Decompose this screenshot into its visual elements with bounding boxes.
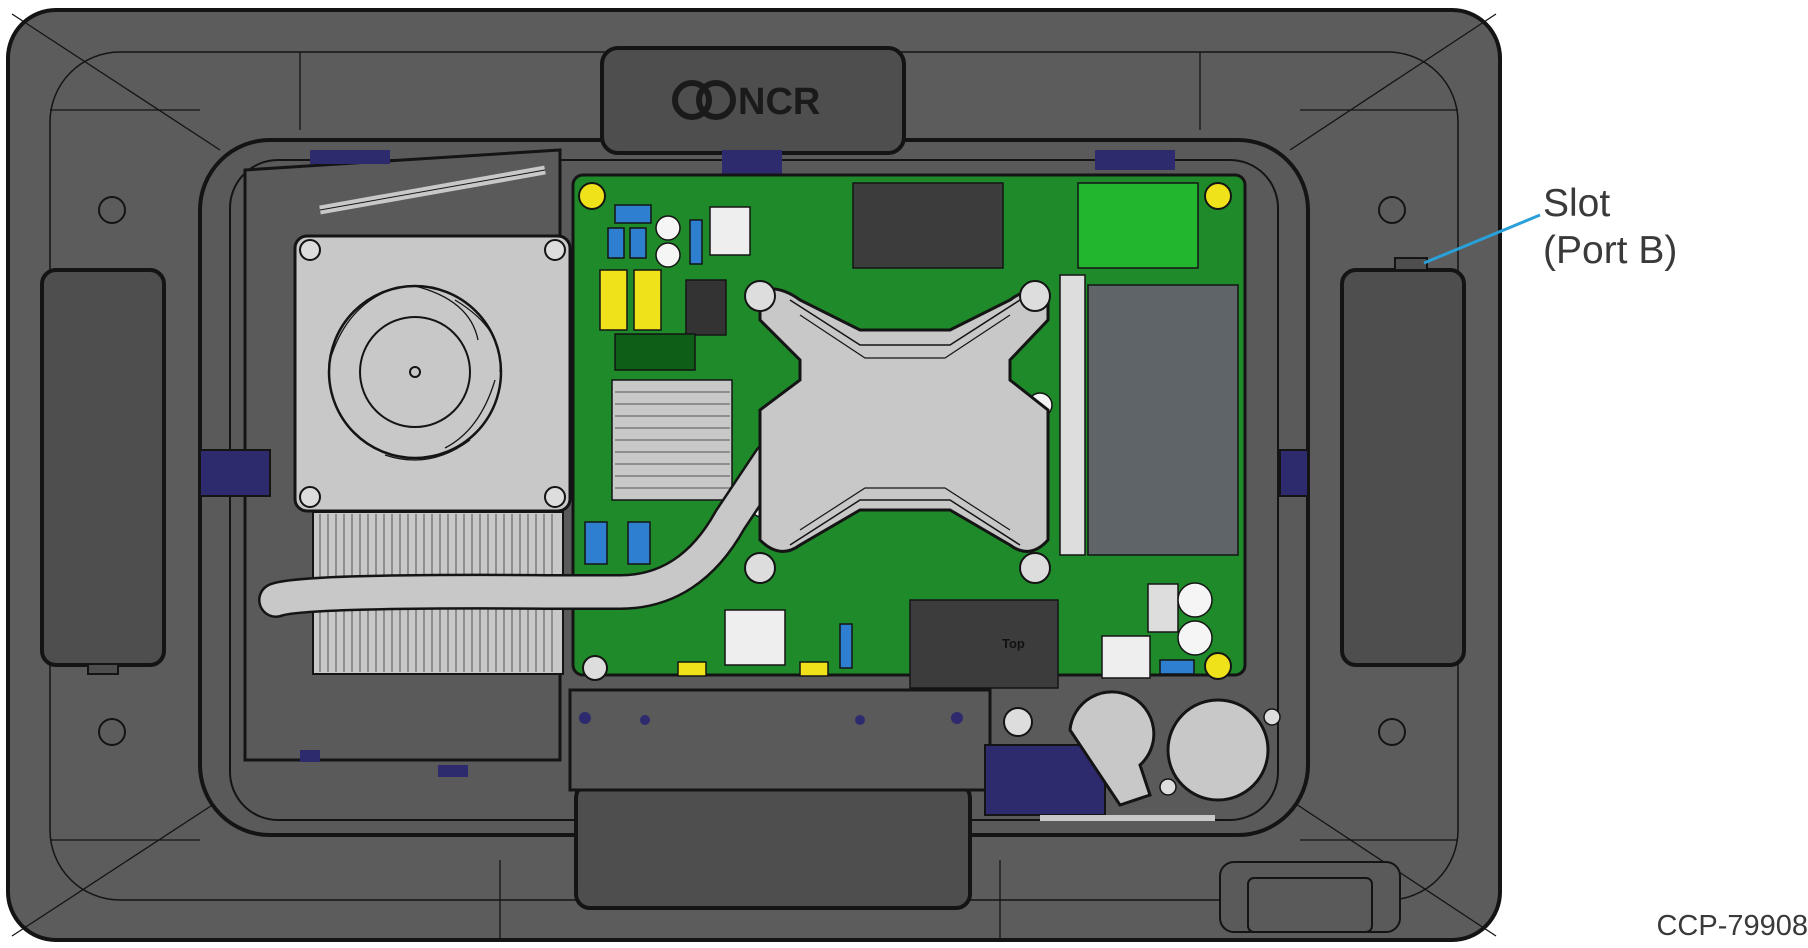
slot-port-b-callout: Slot (Port B): [1543, 180, 1677, 274]
pcb-mount-screws: [578, 182, 1232, 680]
fan-screws: [299, 239, 566, 508]
lower-bracket: [568, 688, 992, 792]
bracket-holes: [579, 712, 963, 725]
coin-cell-holder: [1068, 690, 1156, 807]
callout-leader-line: [1423, 213, 1541, 265]
cpu-cooler: [758, 287, 1050, 553]
bevel-lines: [11, 13, 1497, 940]
reference-code: CCP-79908: [1656, 910, 1808, 942]
brand-logo-text: NCR: [738, 81, 820, 123]
ncr-logo: NCR: [672, 80, 820, 123]
callout-line-2: (Port B): [1543, 229, 1678, 272]
chassis-bosses: [98, 196, 1406, 746]
slot-port-b: [1394, 257, 1428, 271]
bottom-tab: [574, 782, 972, 910]
pcb-heatsink-lines: [615, 391, 730, 489]
coin-cell-battery: [1166, 698, 1270, 802]
right-grip: [1340, 268, 1466, 667]
callout-line-1: Slot: [1543, 182, 1611, 225]
chip-label: Top: [1002, 636, 1025, 651]
left-grip: [40, 268, 166, 667]
cooler-screws: [744, 280, 1051, 584]
